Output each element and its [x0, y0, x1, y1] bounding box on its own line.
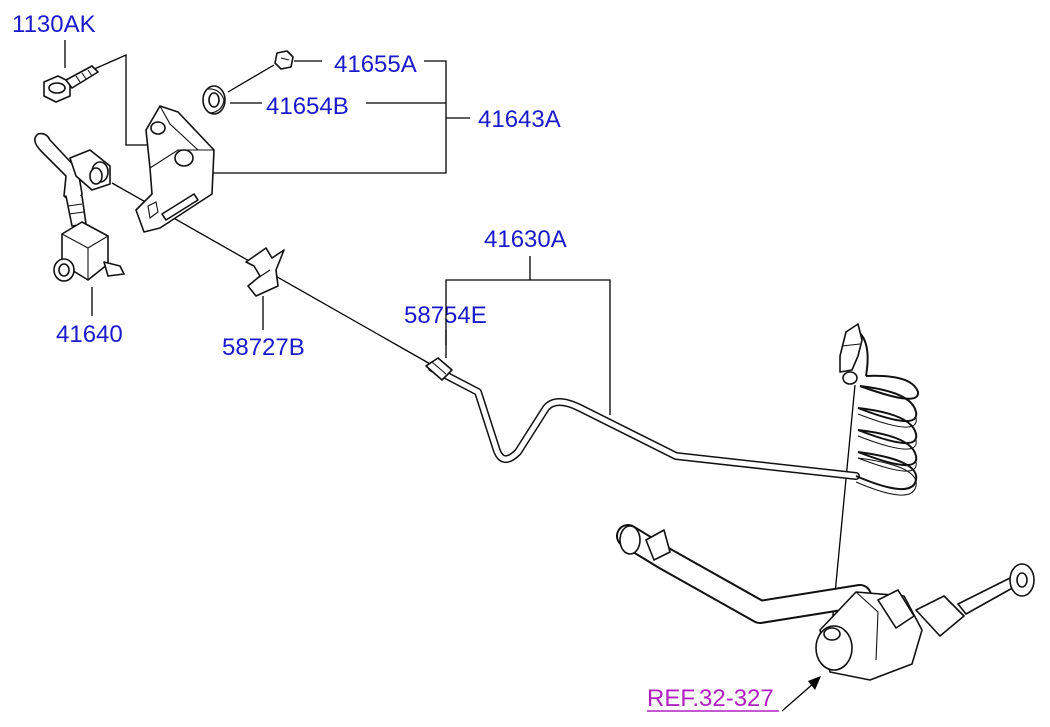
callout-41654B[interactable]: 41654B: [266, 93, 349, 120]
grommet-41654B[interactable]: [202, 85, 226, 115]
bracket-41643A[interactable]: [135, 105, 215, 233]
reference-link[interactable]: REF.32-327: [647, 685, 774, 712]
brake-pipe-41630A[interactable]: [425, 323, 919, 496]
master-cylinder-41640[interactable]: [34, 132, 125, 282]
clutch-master-cylinder-ref[interactable]: [616, 524, 1035, 681]
callout-58727B[interactable]: 58727B: [222, 334, 305, 361]
clip-58727B[interactable]: [245, 247, 285, 297]
pipe-coil: [855, 329, 919, 496]
callout-1130AK[interactable]: 1130AK: [12, 11, 96, 38]
bolt-1130AK[interactable]: [43, 65, 99, 103]
callout-41643A[interactable]: 41643A: [478, 106, 561, 133]
callout-41655A[interactable]: 41655A: [334, 51, 417, 78]
callout-41630A[interactable]: 41630A: [484, 226, 567, 253]
nut-41655A[interactable]: [274, 50, 294, 70]
callout-41640[interactable]: 41640: [56, 321, 123, 348]
